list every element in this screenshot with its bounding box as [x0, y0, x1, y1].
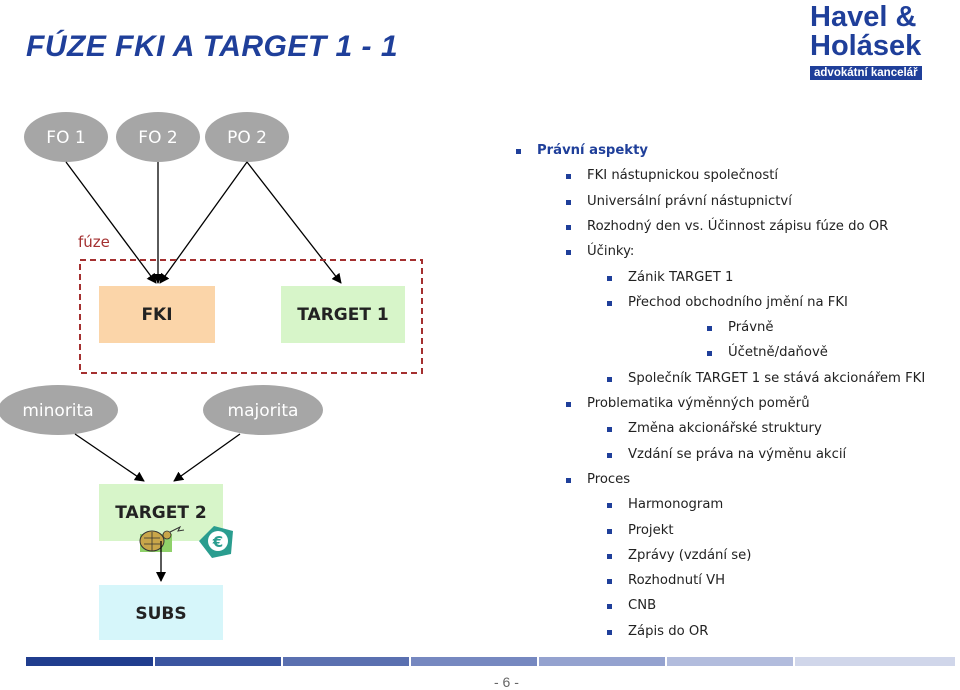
owner-ellipse-fo1: [24, 112, 108, 162]
footer-bar-6: [667, 657, 793, 666]
footer-bar-7: [795, 657, 955, 666]
logo-line-2: Holásek: [810, 30, 922, 62]
euro-symbol: €: [212, 533, 223, 551]
fki-label: FKI: [141, 305, 172, 325]
target1-box: [281, 286, 405, 343]
arrow-minorita-target2: [74, 433, 145, 482]
arrow-po2-target1: [246, 161, 342, 284]
footer-bar-3: [283, 657, 409, 666]
arrow-po2-fki: [159, 161, 248, 284]
target2-label: TARGET 2: [115, 503, 206, 523]
page-number: - 6 -: [494, 674, 519, 690]
fki-box: [99, 286, 215, 343]
subs-box: [99, 585, 223, 640]
footer-bar-5: [539, 657, 665, 666]
slide-title: FÚZE FKI A TARGET 1 - 1: [26, 30, 399, 63]
logo-line-1: Havel &: [810, 1, 917, 33]
owner-label-po2: PO 2: [227, 128, 267, 148]
arrow-majorita-target2: [173, 433, 241, 482]
merger-frame: [79, 259, 423, 374]
majorita-label: majorita: [228, 401, 299, 421]
minorita-label: minorita: [22, 401, 93, 421]
target1-label: TARGET 1: [297, 305, 388, 325]
logo-line-3: advokátní kancelář: [810, 66, 922, 80]
owner-ellipse-fo2: [116, 112, 200, 162]
owner-label-fo2: FO 2: [138, 128, 177, 148]
target2-box: [99, 484, 223, 541]
company-logo: Havel & Holásek advokátní kancelář: [810, 3, 950, 80]
fuze-label: fúze: [78, 233, 110, 251]
turtle-icon: [139, 525, 185, 552]
owner-label-fo1: FO 1: [46, 128, 85, 148]
subs-label: SUBS: [135, 604, 186, 624]
arrow-fo1-fki: [65, 161, 157, 284]
minorita-ellipse: [0, 385, 118, 435]
owner-ellipse-po2: [205, 112, 289, 162]
footer-bar-2: [155, 657, 281, 666]
majorita-ellipse: [203, 385, 323, 435]
footer-bar-4: [411, 657, 537, 666]
footer-bar-1: [26, 657, 153, 666]
euro-tag-icon: €: [199, 526, 233, 558]
